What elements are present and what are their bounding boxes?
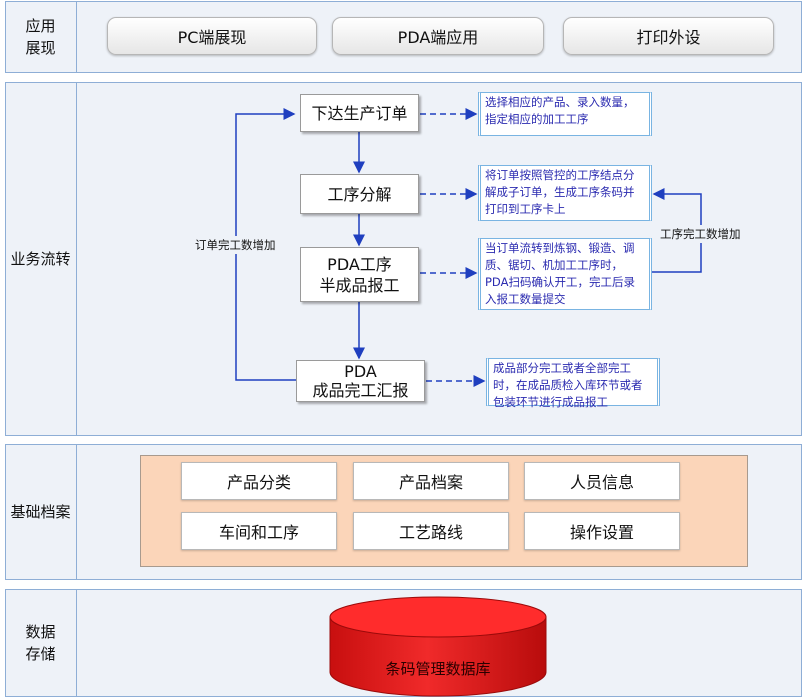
print-peripheral-button[interactable]: 打印外设 <box>563 17 774 55</box>
product-archive-button[interactable]: 产品档案 <box>353 462 509 500</box>
master-data-layer-label: 基础档案 <box>5 444 77 580</box>
flow-step-process-decompose[interactable]: 工序分解 <box>300 174 419 214</box>
pc-display-button[interactable]: PC端展现 <box>107 17 317 55</box>
pda-app-button[interactable]: PDA端应用 <box>332 17 544 55</box>
business-flow-layer-label: 业务流转 <box>5 82 77 436</box>
order-loop-label: 订单完工数增加 <box>193 236 278 254</box>
process-loop-label: 工序完工数增加 <box>658 225 743 243</box>
note-issue-order: 选择相应的产品、录入数量，指定相应的加工工序 <box>478 92 652 136</box>
database-label: 条码管理数据库 <box>385 660 491 678</box>
storage-layer <box>5 589 802 697</box>
note-process-decompose: 将订单按照管控的工序结点分解成子订单，生成工序条码并打印到工序卡上 <box>478 165 652 221</box>
process-route-button[interactable]: 工艺路线 <box>353 512 509 550</box>
note-pda-semi-report: 当订单流转到炼钢、锻造、调质、锯切、机加工工序时，PDA扫码确认开工，完工后录入… <box>478 238 652 310</box>
staff-info-button[interactable]: 人员信息 <box>524 462 680 500</box>
storage-layer-label: 数据 存储 <box>5 589 77 697</box>
product-category-button[interactable]: 产品分类 <box>181 462 337 500</box>
operation-settings-button[interactable]: 操作设置 <box>524 512 680 550</box>
flow-step-pda-semi-report[interactable]: PDA工序 半成品报工 <box>300 247 419 302</box>
note-pda-finish-report: 成品部分完工或者全部完工时，在成品质检入库环节或者包装环节进行成品报工 <box>486 358 660 409</box>
workshop-process-button[interactable]: 车间和工序 <box>181 512 337 550</box>
presentation-layer-label: 应用 展现 <box>5 1 77 73</box>
flow-step-pda-finish-report[interactable]: PDA 成品完工汇报 <box>296 360 425 402</box>
master-data-group: 产品分类 产品档案 人员信息 车间和工序 工艺路线 操作设置 <box>140 455 748 567</box>
flow-step-issue-order[interactable]: 下达生产订单 <box>300 94 419 132</box>
